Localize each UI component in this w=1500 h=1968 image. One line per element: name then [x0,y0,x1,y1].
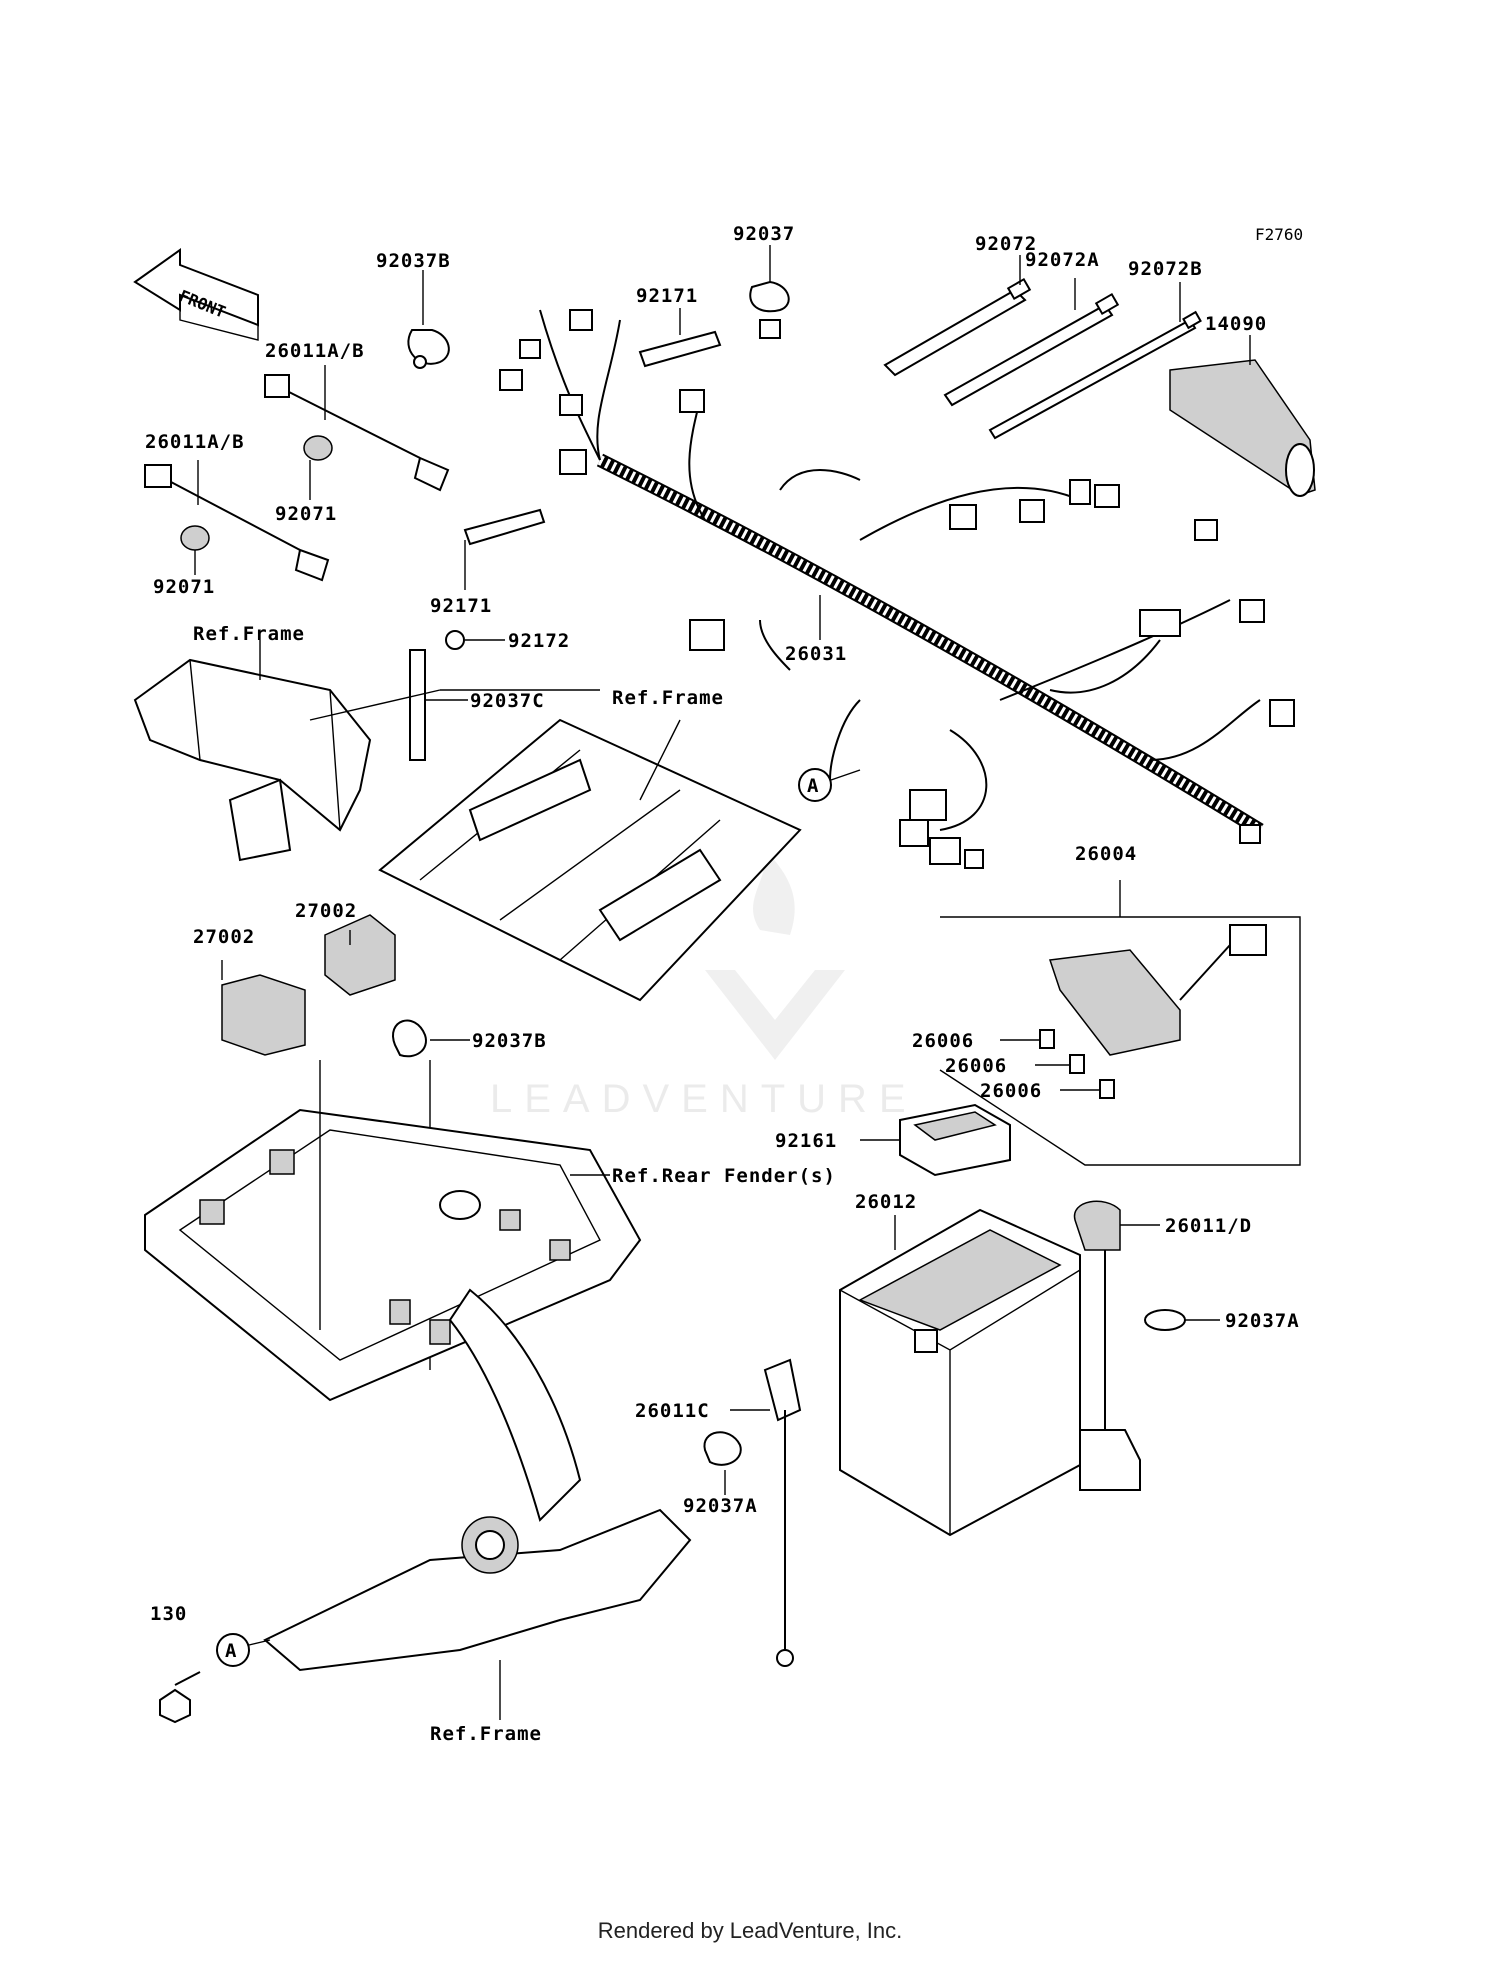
callout-26011AB-1: 26011A/B [265,340,365,362]
callout-26031: 26031 [785,643,847,665]
callout-26004: 26004 [1075,843,1137,865]
callout-92037A-right: 92037A [1225,1310,1300,1332]
callout-92071-2: 92071 [153,576,215,598]
subharness-26011AB-1 [264,365,450,492]
cable-26011D [1073,1200,1160,1491]
grommet-92071-1 [303,435,333,500]
marker-a-1: A [798,768,861,802]
callout-26011D: 26011/D [1165,1215,1252,1237]
callout-26006-1: 26006 [912,1030,974,1052]
cable-26011C [730,1358,802,1667]
ref-frame-left-bracket [133,640,441,862]
callout-26006-3: 26006 [980,1080,1042,1102]
callout-26011AB-2: 26011A/B [145,431,245,453]
front-arrow-icon: FRONT [133,248,259,341]
clamp-92037-top [749,245,790,313]
screw-92172 [445,630,505,650]
callout-27002-2: 27002 [193,926,255,948]
callout-26006-2: 26006 [945,1055,1007,1077]
plate-92171-mid [463,508,546,590]
clamp-92037A-bottom [703,1431,742,1495]
band-92037C [409,649,468,761]
bolt-130 [159,1671,201,1724]
subharness-26011AB-2 [144,460,330,582]
svg-text:A: A [225,1640,237,1662]
cover-14090 [1169,335,1316,497]
relay-27002-2 [221,960,306,1056]
callout-26011C: 26011C [635,1400,710,1422]
callout-92171-top: 92171 [636,285,698,307]
callout-92171-mid: 92171 [430,595,492,617]
callout-92072B: 92072B [1128,258,1203,280]
callout-92161: 92161 [775,1130,837,1152]
callout-92037B-top: 92037B [376,250,451,272]
callout-27002-1: 27002 [295,900,357,922]
battery-26012 [839,1208,1081,1537]
ref-frame-bottom [263,1288,692,1720]
tie-wraps [883,255,1202,440]
callout-26012: 26012 [855,1191,917,1213]
watermark-text: LEADVENTURE [490,1077,918,1121]
callout-ref-rear-fender: Ref.Rear Fender(s) [612,1165,836,1187]
callout-92037-top: 92037 [733,223,795,245]
callout-92037A-bottom: 92037A [683,1495,758,1517]
fusebox-26004-inset [939,880,1301,1166]
callout-ref-frame-1: Ref.Frame [193,623,305,645]
clamp-92037B-top [407,270,450,369]
svg-text:A: A [807,775,819,797]
callout-ref-frame-3: Ref.Frame [430,1723,542,1745]
clamp-92037A-right [1144,1309,1220,1331]
ref-rear-fender [144,1060,642,1402]
callout-92072A: 92072A [1025,249,1100,271]
relay-27002-1 [324,914,396,996]
figure-code: F2760 [1255,225,1303,244]
main-harness-26031 [499,309,1295,869]
box-92161 [860,1103,1011,1177]
callout-130: 130 [150,1603,187,1625]
watermark: LEADVENTURE [490,850,918,1121]
callout-92037B-mid: 92037B [472,1030,547,1052]
callout-92072: 92072 [975,233,1037,255]
ref-frame-center [378,689,802,1002]
callout-14090: 14090 [1205,313,1267,335]
plate-92171-top [638,308,722,368]
callout-92172: 92172 [508,630,570,652]
footer-credit: Rendered by LeadVenture, Inc. [597,1918,903,1943]
callout-ref-frame-2: Ref.Frame [612,687,724,709]
callout-92071-1: 92071 [275,503,337,525]
marker-a-2: A [216,1633,271,1667]
grommet-92071-2 [180,525,210,575]
callout-92037C: 92037C [470,690,545,712]
